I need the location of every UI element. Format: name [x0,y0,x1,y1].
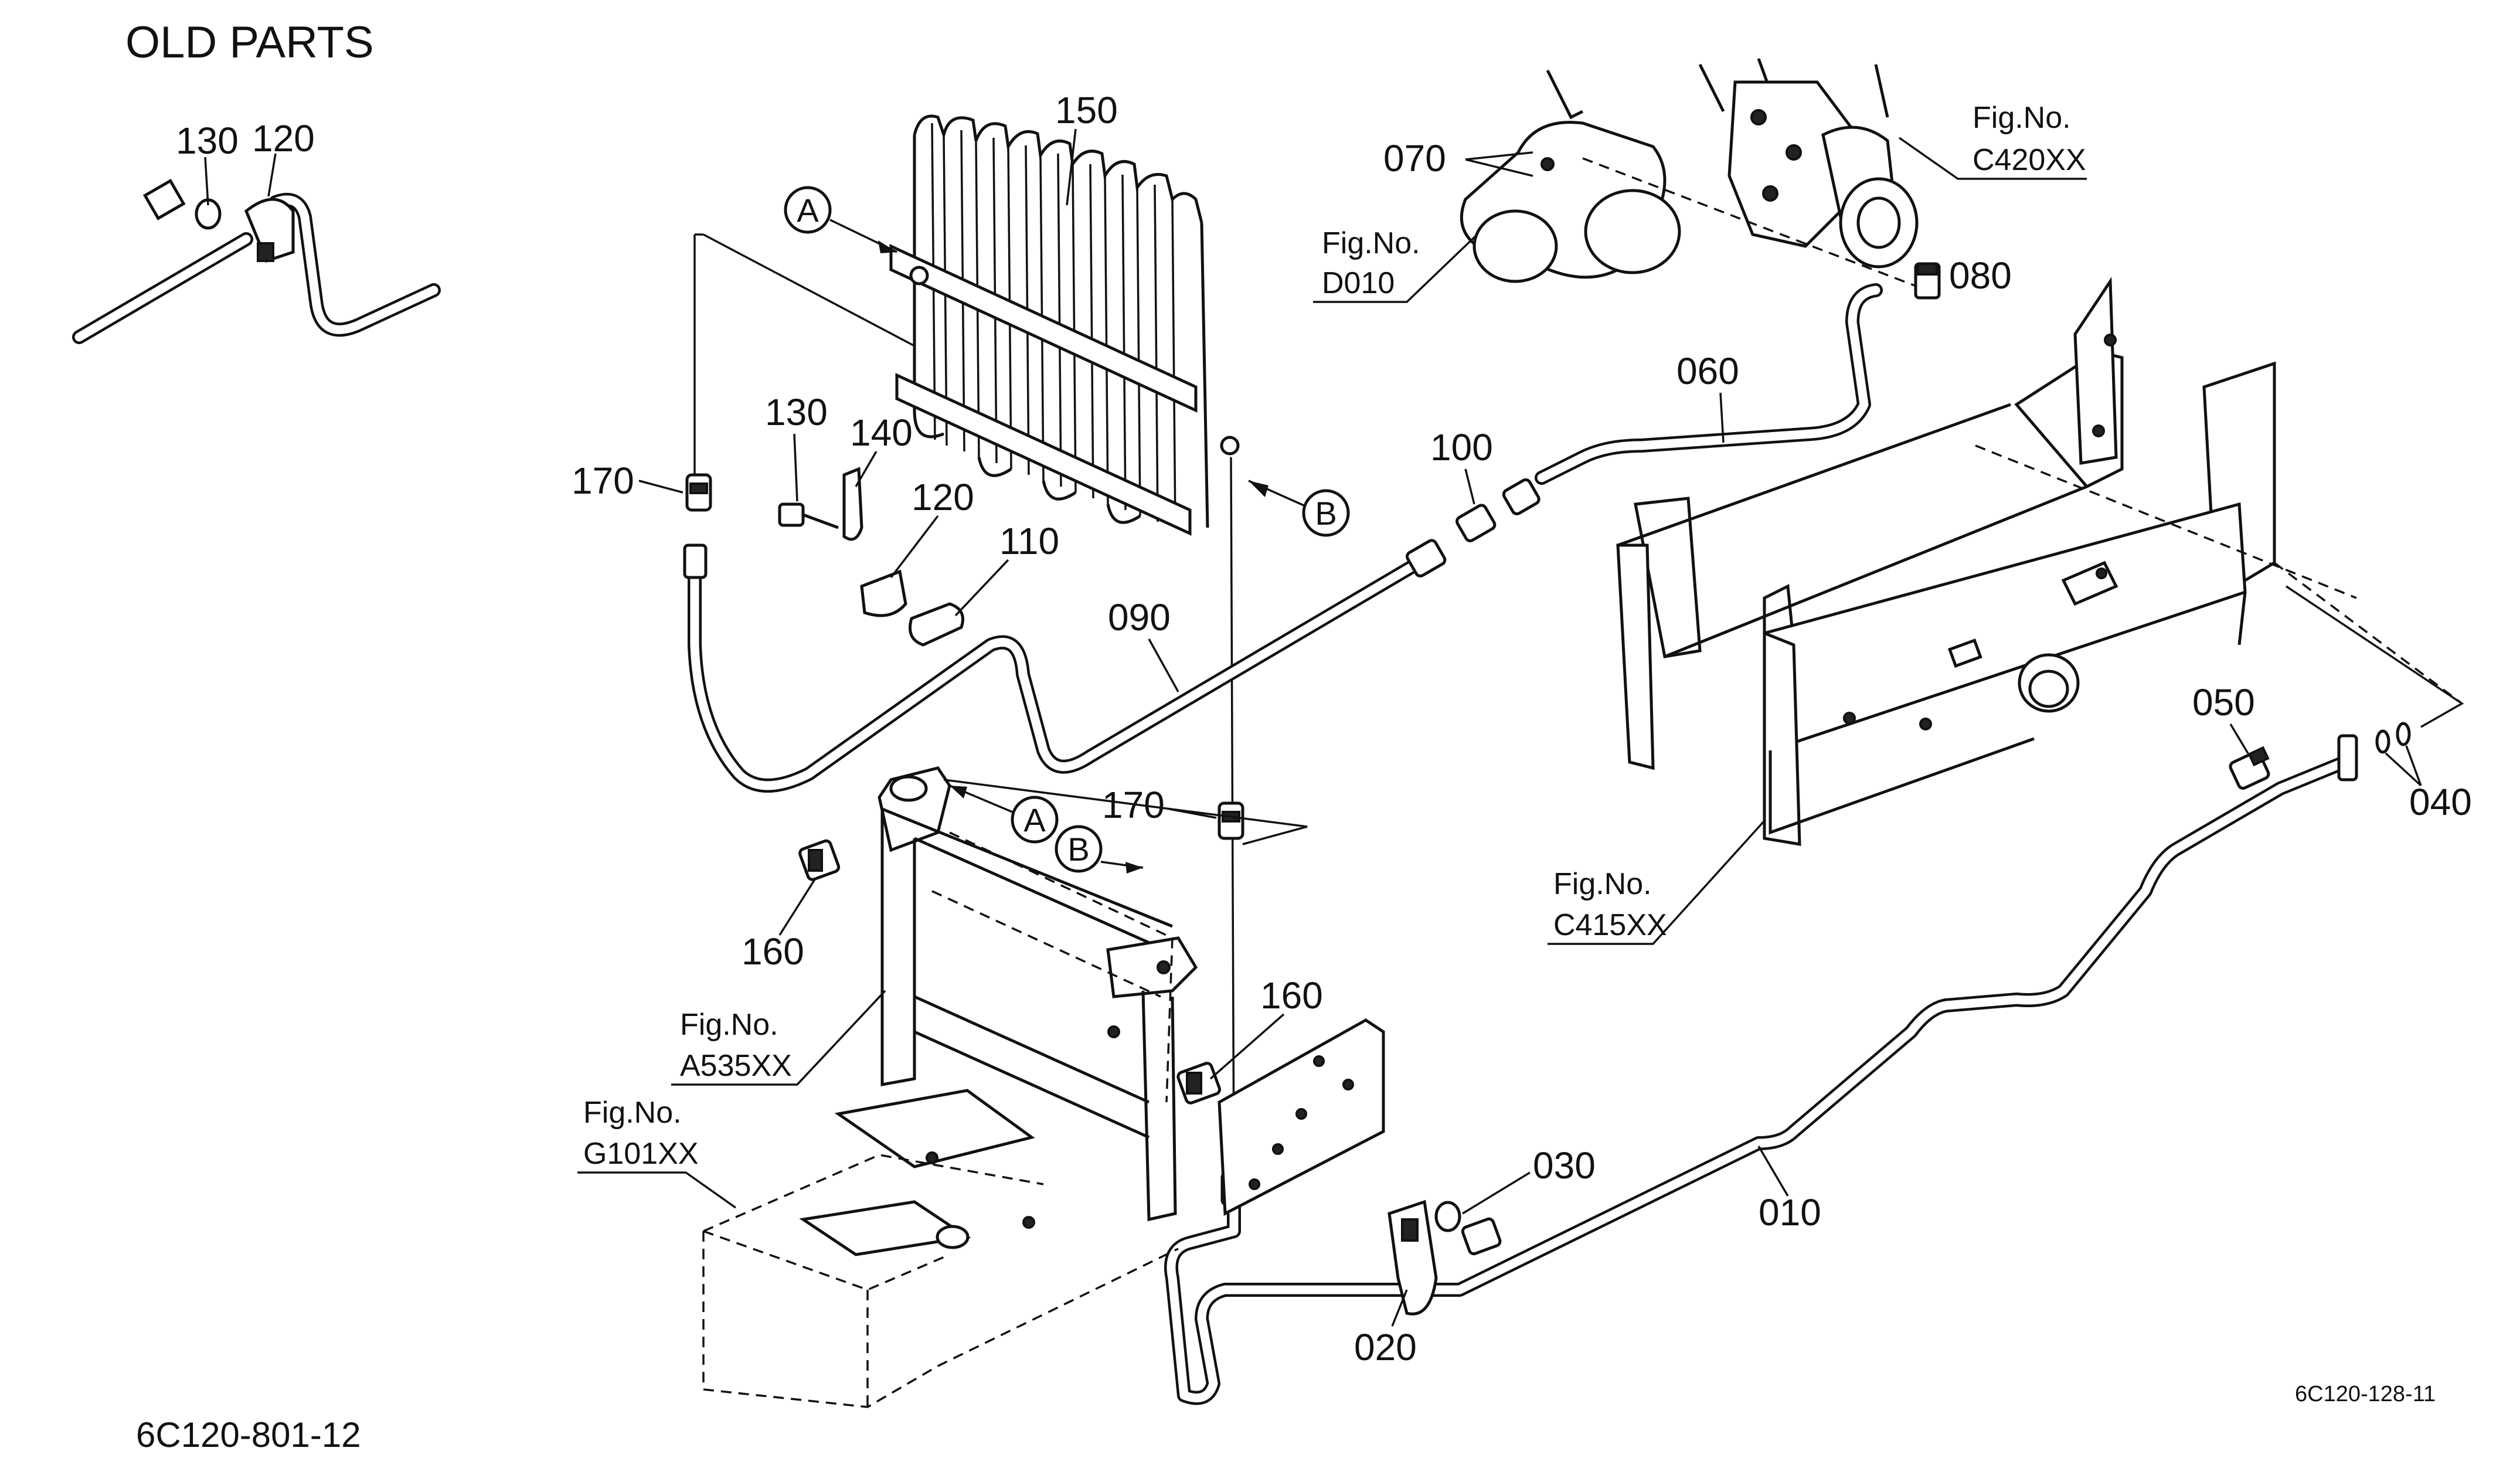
plate-140: 140 [842,412,913,541]
frame-c415xx [1616,277,2464,846]
svg-text:Fig.No.: Fig.No. [583,1096,682,1130]
fitting-160-right: 160 [1176,974,1323,1105]
label-060: 060 [1676,350,1739,392]
side-plate [1218,1018,1385,1216]
svg-text:C420XX: C420XX [1973,143,2086,177]
engine-assembly: 070 [1383,58,1935,294]
svg-text:B: B [1315,495,1336,532]
svg-text:A: A [1023,801,1046,838]
callout-b-mid: B [1055,825,1144,874]
svg-text:A535XX: A535XX [680,1049,792,1083]
inset-label-130: 130 [176,120,239,162]
reference-code: 6C120-128-11 [2295,1382,2436,1406]
label-020: 020 [1354,1326,1417,1368]
fitting-170-mid: 170 [1102,784,1244,840]
drawing-code: 6C120-801-12 [136,1415,361,1455]
label-050: 050 [2192,681,2255,723]
svg-text:Fig.No.: Fig.No. [1973,101,2071,135]
callout-a-top: A [784,186,897,253]
label-010: 010 [1759,1191,1821,1233]
label-080: 080 [1949,254,2012,297]
label-090: 090 [1108,596,1171,638]
svg-text:Fig.No.: Fig.No. [680,1008,778,1042]
svg-text:D010: D010 [1322,266,1395,300]
oil-pipe-010: 010 [1164,755,2352,1405]
label-140: 140 [850,412,913,454]
callout-b-top: B [1248,480,1350,537]
label-170a: 170 [572,460,634,502]
label-160a: 160 [742,930,804,973]
label-110: 110 [999,520,1059,562]
bolt-050: 050 [2192,681,2270,790]
inset-label-120: 120 [252,117,315,159]
old-parts-title: OLD PARTS [125,18,374,67]
svg-text:B: B [1067,831,1089,868]
bolt-130: 130 [765,391,839,529]
fig-ref-a535xx: Fig.No. A535XX [671,990,886,1086]
oil-pipe-090: 090 [683,539,1447,793]
label-100: 100 [1430,426,1493,468]
fig-ref-c415xx: Fig.No. C415XX [1548,820,1766,945]
bolt-head-130 [142,179,186,220]
bolt-080: 080 [1914,254,2012,300]
clamp-120 [244,198,295,263]
fitting-160-left: 160 [742,839,841,973]
fitting-170-top: 170 [572,460,712,512]
clamp-120: 120 [860,476,974,617]
clamp-020: 020 [1354,1199,1438,1368]
base-g101xx [702,1089,1179,1408]
label-040: 040 [2409,781,2472,823]
svg-text:G101XX: G101XX [583,1137,699,1171]
callout-a-mid: A [949,784,1059,844]
fig-ref-c420xx: Fig.No. C420XX [1898,101,2087,180]
bolt-030: 030 [1434,1144,1596,1256]
connector-100: 100 [1430,426,1540,542]
svg-text:C415XX: C415XX [1553,908,1667,942]
label-120: 120 [912,476,974,518]
label-070: 070 [1383,137,1446,179]
sleeve-110: 110 [909,520,1059,647]
fig-ref-g101xx: Fig.No. G101XX [577,1096,737,1209]
old-parts-inset: 130 120 [72,117,441,344]
label-130: 130 [765,391,828,433]
cooler-upper-bracket [889,244,1198,413]
oil-cooler-150: 150 [889,89,1240,536]
svg-text:Fig.No.: Fig.No. [1553,867,1652,901]
clamp-nut [257,242,274,262]
bracket-a535xx [878,766,1198,1222]
oil-pipe-060: 060 [1535,283,1883,485]
label-150: 150 [1055,89,1118,131]
fig-ref-d010: Fig.No. D010 [1313,226,1478,303]
label-160b: 160 [1260,974,1323,1017]
o-rings-040: 040 [2375,722,2472,823]
cooler-lower-bracket [895,373,1192,536]
label-030: 030 [1533,1144,1596,1187]
svg-text:A: A [797,192,819,229]
svg-text:Fig.No.: Fig.No. [1322,226,1420,260]
